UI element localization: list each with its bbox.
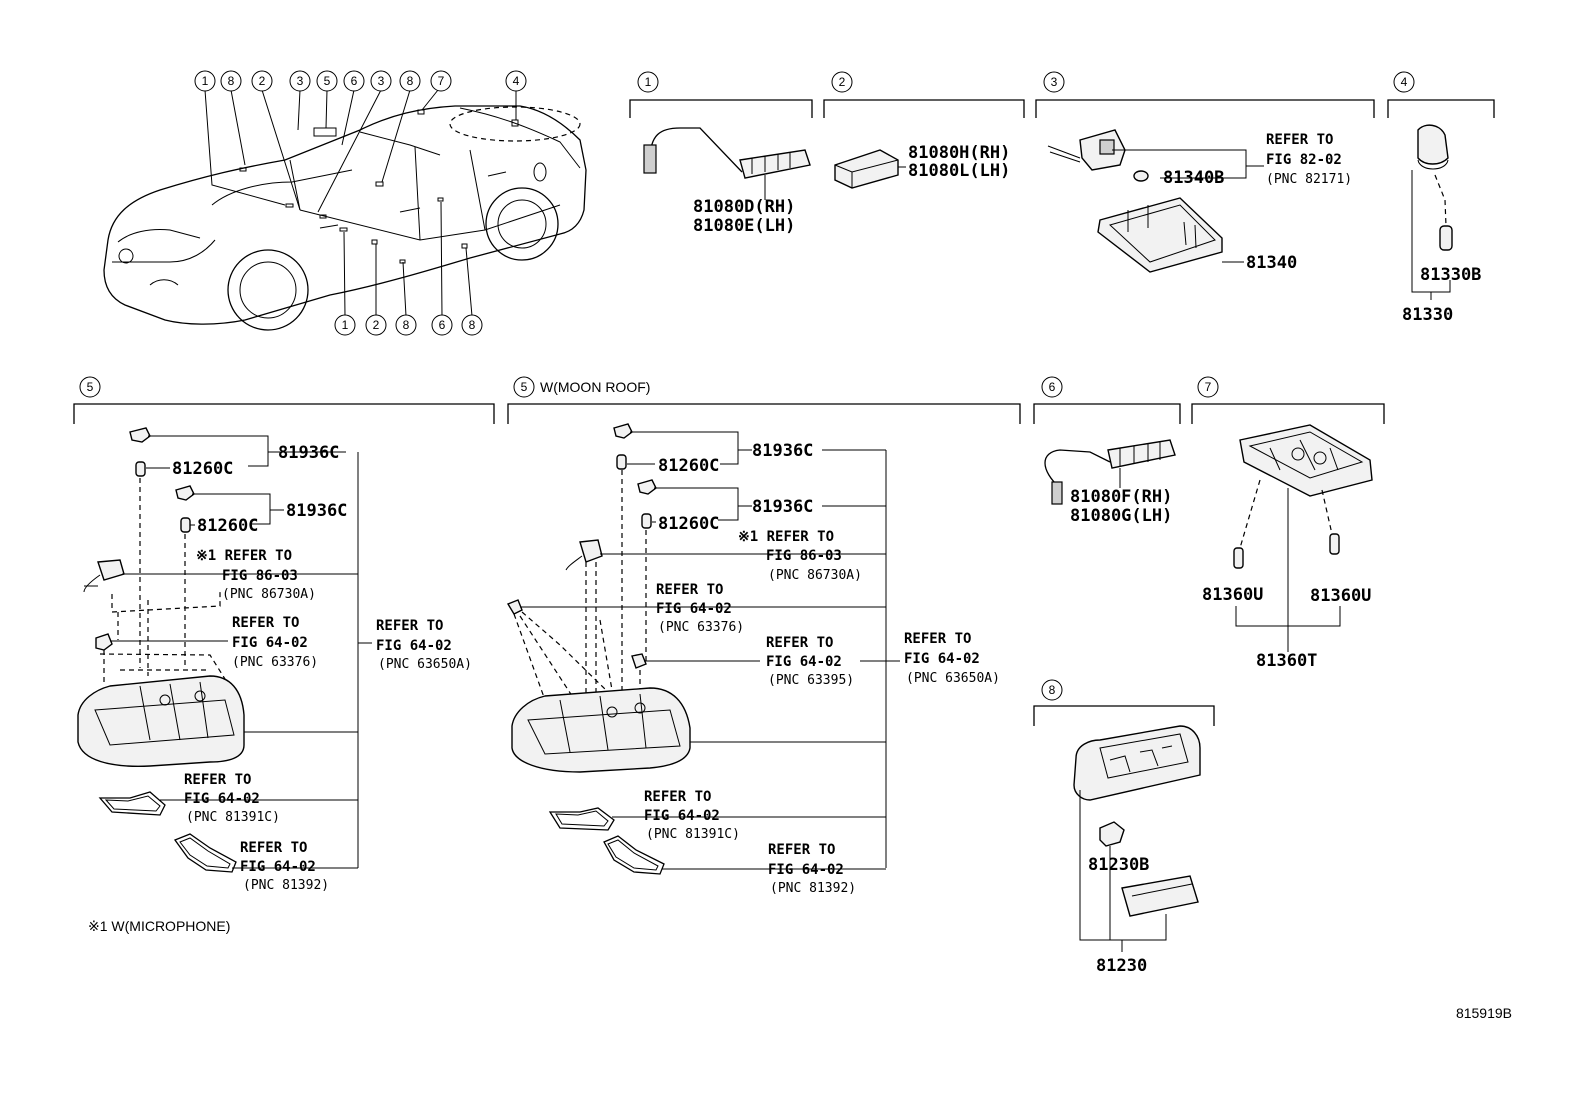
part-81936c-4: 81936C <box>752 497 813 517</box>
part-81340: 81340 <box>1246 253 1297 273</box>
section-5-81391c-ref-line3: (PNC 81391C) <box>186 810 280 825</box>
part-81330: 81330 <box>1402 305 1453 325</box>
section-5b-mic-ref-line2: FIG 86-03 <box>766 548 842 564</box>
section-5b-81392-ref-line1: REFER TO <box>768 842 835 858</box>
section-5b-63650a-ref-line1: REFER TO <box>904 631 971 647</box>
section-5-moon-roof: 5 W(MOON ROOF) 81936C 81260C 81936C 8126… <box>506 376 1021 896</box>
part-81230: 81230 <box>1096 956 1147 976</box>
callout-5: 5 <box>324 74 331 88</box>
section-5b-63376-ref-line3: (PNC 63376) <box>658 620 744 635</box>
section-5-81391c-ref-line2: FIG 64-02 <box>184 791 260 807</box>
section-3-ref-line2: FIG 82-02 <box>1266 152 1342 168</box>
section-1-number: 1 <box>645 75 652 89</box>
section-6: 6 81080F(RH) 81080G(LH) <box>1033 376 1181 526</box>
diagram-id: 815919B <box>1456 1005 1512 1021</box>
section-5-mic-ref-line3: (PNC 86730A) <box>222 587 316 602</box>
part-81260c-3: 81260C <box>658 456 719 476</box>
microphone-footnote: ※1 W(MICROPHONE) <box>88 918 230 934</box>
part-81260c-4: 81260C <box>658 514 719 534</box>
callout-8b: 8 <box>407 74 414 88</box>
section-5-63376-ref-line3: (PNC 63376) <box>232 655 318 670</box>
section-5-81392-ref-line3: (PNC 81392) <box>243 878 329 893</box>
section-5b-81391c-ref-line1: REFER TO <box>644 789 711 805</box>
part-81936c-2: 81936C <box>286 501 347 521</box>
section-5b-63395-ref-line2: FIG 64-02 <box>766 654 842 670</box>
callout-b6: 6 <box>439 318 446 332</box>
section-5b-81392-ref-line3: (PNC 81392) <box>770 881 856 896</box>
part-81080e: 81080E(LH) <box>693 216 795 236</box>
section-8: 8 81230B 81230 <box>1033 679 1215 976</box>
section-5b-63395-ref-line1: REFER TO <box>766 635 833 651</box>
section-5-number: 5 <box>87 380 94 394</box>
section-5b-63376-ref-line2: FIG 64-02 <box>656 601 732 617</box>
part-81360t: 81360T <box>1256 651 1317 671</box>
car-callouts-bottom: 1 2 8 6 8 <box>334 314 483 336</box>
section-5-63650a-ref-line2: FIG 64-02 <box>376 638 452 654</box>
section-5b-81392-ref-line2: FIG 64-02 <box>768 862 844 878</box>
section-5-mic-ref-line1: ※1 REFER TO <box>196 548 292 564</box>
section-5b-63395-ref-line3: (PNC 63395) <box>768 673 854 688</box>
section-7-number: 7 <box>1205 380 1212 394</box>
part-81260c-2: 81260C <box>197 516 258 536</box>
section-8-number: 8 <box>1049 683 1056 697</box>
part-81330b: 81330B <box>1420 265 1481 285</box>
section-5-63376-ref-line2: FIG 64-02 <box>232 635 308 651</box>
section-2-number: 2 <box>839 75 846 89</box>
section-5b-63650a-ref-line2: FIG 64-02 <box>904 651 980 667</box>
section-5b-63650a-ref-line3: (PNC 63650A) <box>906 671 1000 686</box>
callout-b1: 1 <box>342 318 349 332</box>
section-5-81391c-ref-line1: REFER TO <box>184 772 251 788</box>
part-81080d: 81080D(RH) <box>693 197 795 217</box>
callout-b2: 2 <box>373 318 380 332</box>
callout-1: 1 <box>202 74 209 88</box>
part-81230b: 81230B <box>1088 855 1149 875</box>
callout-4: 4 <box>513 74 520 88</box>
section-3: 3 REFER TO FIG 82-02 (PNC 82171) 81340B … <box>1035 71 1375 273</box>
section-5b-63376-ref-line1: REFER TO <box>656 582 723 598</box>
part-81080g: 81080G(LH) <box>1070 506 1172 526</box>
callout-b8b: 8 <box>469 318 476 332</box>
section-3-ref-line1: REFER TO <box>1266 132 1333 148</box>
section-5b-title: W(MOON ROOF) <box>540 379 650 395</box>
section-7: 7 81360U 81360U 81360T <box>1191 376 1385 671</box>
section-5b-81391c-ref-line3: (PNC 81391C) <box>646 827 740 842</box>
part-81360u-left: 81360U <box>1202 585 1263 605</box>
part-81360u-right: 81360U <box>1310 586 1371 606</box>
section-5-standard: 5 81936C 81260C 81936C 81260C ※1 REFER T… <box>73 376 495 934</box>
section-5b-81391c-ref-line2: FIG 64-02 <box>644 808 720 824</box>
part-81080h: 81080H(RH) <box>908 143 1010 163</box>
section-5-81392-ref-line2: FIG 64-02 <box>240 859 316 875</box>
callout-b8: 8 <box>403 318 410 332</box>
section-5b-number: 5 <box>521 380 528 394</box>
section-4: 4 81330B 81330 <box>1387 71 1495 325</box>
part-81936c-3: 81936C <box>752 441 813 461</box>
section-5b-mic-ref-line1: ※1 REFER TO <box>738 529 834 545</box>
section-5-63376-ref-line1: REFER TO <box>232 615 299 631</box>
part-81340b: 81340B <box>1163 168 1224 188</box>
callout-6: 6 <box>351 74 358 88</box>
part-81080f: 81080F(RH) <box>1070 487 1172 507</box>
part-81080l: 81080L(LH) <box>908 161 1010 181</box>
section-3-number: 3 <box>1051 75 1058 89</box>
section-2: 2 81080H(RH) 81080L(LH) <box>823 71 1025 189</box>
callout-2: 2 <box>259 74 266 88</box>
section-1: 1 81080D(RH) 81080E(LH) <box>629 71 813 236</box>
callout-7: 7 <box>438 74 445 88</box>
car-callouts-top: 1 8 2 3 5 6 3 8 7 4 <box>194 70 527 92</box>
section-3-ref-line3: (PNC 82171) <box>1266 172 1352 187</box>
callout-3: 3 <box>297 74 304 88</box>
section-5-63650a-ref-line1: REFER TO <box>376 618 443 634</box>
part-81936c-1: 81936C <box>278 443 339 463</box>
section-5-mic-ref-line2: FIG 86-03 <box>222 568 298 584</box>
callout-8: 8 <box>228 74 235 88</box>
callout-3b: 3 <box>378 74 385 88</box>
section-5-63650a-ref-line3: (PNC 63650A) <box>378 657 472 672</box>
section-5b-mic-ref-line3: (PNC 86730A) <box>768 568 862 583</box>
part-81260c-1: 81260C <box>172 459 233 479</box>
section-5-81392-ref-line1: REFER TO <box>240 840 307 856</box>
section-4-number: 4 <box>1401 75 1408 89</box>
car-illustration: 1 8 2 3 5 6 3 8 7 4 1 2 8 6 8 <box>103 70 587 336</box>
section-6-number: 6 <box>1049 380 1056 394</box>
